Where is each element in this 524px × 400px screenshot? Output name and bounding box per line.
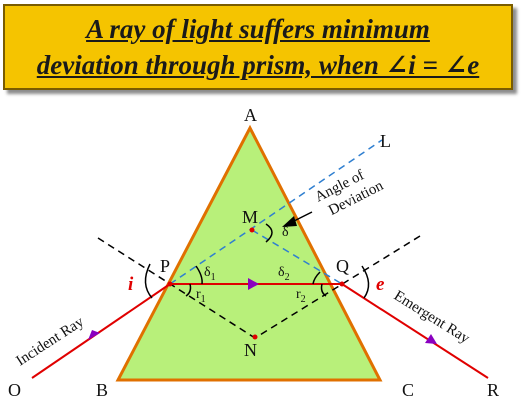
- angle-delta-arc: [265, 223, 273, 243]
- angle-r1-arc: [185, 283, 192, 297]
- angle-i-arc: [144, 263, 153, 299]
- angle-delta2-label: δ2: [278, 265, 290, 283]
- incident-arrow: [88, 330, 100, 340]
- angle-e-label: e: [376, 274, 385, 295]
- angle-delta2-arc: [312, 271, 321, 285]
- extended-emergent-ray: [251, 229, 343, 285]
- incident-ray-label: Incident Ray: [13, 314, 87, 370]
- prism-triangle: [115, 124, 383, 382]
- point-o-label: O: [8, 380, 21, 400]
- angle-e-arc: [361, 265, 370, 299]
- title-line-1: A ray of light suffers minimum: [86, 14, 430, 44]
- emergent-ray: [341, 283, 489, 379]
- title-banner: A ray of light suffers minimum deviation…: [3, 4, 513, 90]
- incident-ray: [31, 283, 171, 379]
- emergent-arrow: [425, 334, 437, 344]
- title-line-2: deviation through prism, when ∠i = ∠e: [36, 50, 480, 80]
- angle-r2-label: r2: [296, 287, 306, 305]
- point-q-label: Q: [336, 256, 349, 276]
- refracted-arrow: [248, 278, 259, 290]
- point-p-label: P: [160, 256, 170, 276]
- point-p-dot: [167, 281, 173, 287]
- deviation-pointer-head: [282, 216, 297, 227]
- angle-r2-arc: [320, 283, 327, 297]
- angle-delta1-label: δ1: [204, 265, 216, 283]
- point-n-label: N: [244, 340, 257, 360]
- vertex-a-label: A: [244, 105, 257, 125]
- vertex-b-label: B: [96, 380, 108, 400]
- extended-incident-ray: [169, 139, 383, 285]
- vertex-c-label: C: [402, 380, 414, 400]
- angle-i-label: i: [128, 274, 134, 295]
- angle-r1-label: r1: [196, 287, 206, 305]
- point-m-label: M: [242, 207, 258, 227]
- normal-at-q: [254, 235, 421, 339]
- deviation-pointer-line: [291, 211, 313, 223]
- angle-delta1-arc: [195, 265, 203, 285]
- point-q-dot: [339, 281, 345, 287]
- point-l-label: L: [380, 131, 391, 151]
- point-n-dot: [252, 334, 258, 340]
- point-r-label: R: [487, 380, 499, 400]
- point-m-dot: [249, 227, 255, 233]
- angle-delta-label: δ: [282, 225, 289, 240]
